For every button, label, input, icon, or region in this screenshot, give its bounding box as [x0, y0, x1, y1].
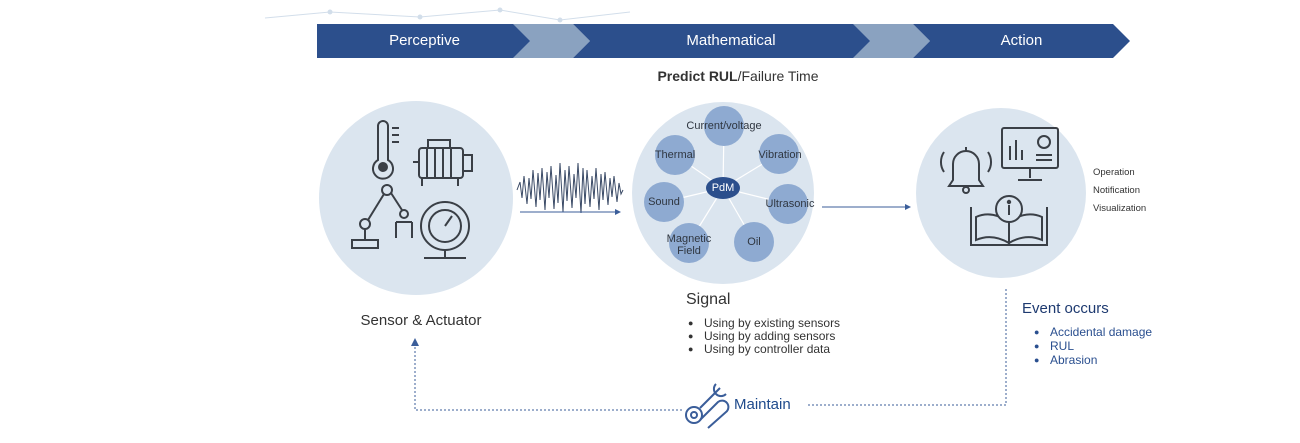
bubble-vibration	[759, 134, 799, 174]
bubble-label-current-voltage: Current/voltage	[686, 120, 762, 132]
stage-connector-1	[513, 24, 590, 58]
signal-bubbles	[644, 106, 808, 263]
maintain-label: Maintain	[734, 396, 791, 413]
event-occurs-title: Event occurs	[1022, 300, 1109, 317]
pdm-hub	[706, 177, 740, 199]
event-list: Accidental damage RUL Abrasion	[1028, 325, 1152, 367]
bubble-label-ultrasonic: Ultrasonic	[765, 198, 815, 210]
maintain-loop	[414, 289, 1007, 411]
list-item: Accidental damage	[1028, 325, 1152, 339]
bubble-thermal	[655, 135, 695, 175]
stage-mathematical-shape	[573, 24, 872, 58]
info-book-icon	[970, 195, 1048, 246]
alarm-bell-icon	[939, 147, 993, 194]
maintain-wrench-icon	[685, 383, 730, 429]
decorative-network	[264, 7, 631, 23]
bubble-current-voltage	[704, 106, 744, 146]
stage-banner	[317, 24, 1130, 58]
predict-rul-bold: Predict RUL	[657, 68, 738, 84]
thermometer-icon	[372, 120, 399, 180]
bubble-label-oil: Oil	[747, 236, 761, 248]
bubble-label-vibration: Vibration	[758, 149, 802, 161]
stage-label-perceptive: Perceptive	[389, 32, 460, 49]
list-item: RUL	[1028, 339, 1152, 353]
predict-rul-rest: /Failure Time	[737, 68, 819, 84]
signal-list: Using by existing sensors Using by addin…	[686, 317, 840, 357]
sensor-circle	[319, 101, 513, 295]
stage-perceptive-shape	[317, 24, 532, 58]
stage-connector-2	[853, 24, 930, 58]
action-label-operation: Operation	[1093, 167, 1135, 178]
bubble-label-thermal: Thermal	[654, 149, 696, 161]
motor-icon	[413, 139, 473, 186]
maintain-loop-arrowhead	[411, 338, 419, 346]
signal-title: Signal	[686, 291, 731, 308]
sensor-actuator-title: Sensor & Actuator	[360, 312, 482, 329]
bubble-sound	[644, 182, 684, 222]
stage-label-action: Action	[1000, 32, 1043, 49]
action-labels: Operation Notification Visualization	[1093, 164, 1146, 218]
list-item: Abrasion	[1028, 353, 1152, 367]
list-item: Using by existing sensors	[686, 317, 840, 331]
stage-label-mathematical: Mathematical	[686, 32, 776, 49]
bubble-magnetic-field	[669, 223, 709, 263]
list-item: Using by controller data	[686, 343, 840, 357]
monitor-dashboard-icon	[1001, 127, 1059, 181]
bubble-oil	[734, 222, 774, 262]
stage-action-shape	[913, 24, 1130, 58]
bubble-ultrasonic	[768, 184, 808, 224]
signal-waveform	[516, 162, 624, 214]
pdm-hub-label: PdM	[711, 182, 735, 194]
gauge-icon	[420, 201, 470, 259]
bubble-label-magnetic-field: Magnetic Field	[666, 233, 712, 257]
bubble-label-sound: Sound	[648, 196, 680, 208]
action-label-notification: Notification	[1093, 185, 1140, 196]
list-item: Using by adding sensors	[686, 330, 840, 344]
action-label-visualization: Visualization	[1093, 203, 1147, 214]
predict-rul-caption: Predict RUL/Failure Time	[623, 68, 853, 84]
action-circle	[916, 108, 1086, 278]
robot-arm-icon	[351, 184, 413, 249]
